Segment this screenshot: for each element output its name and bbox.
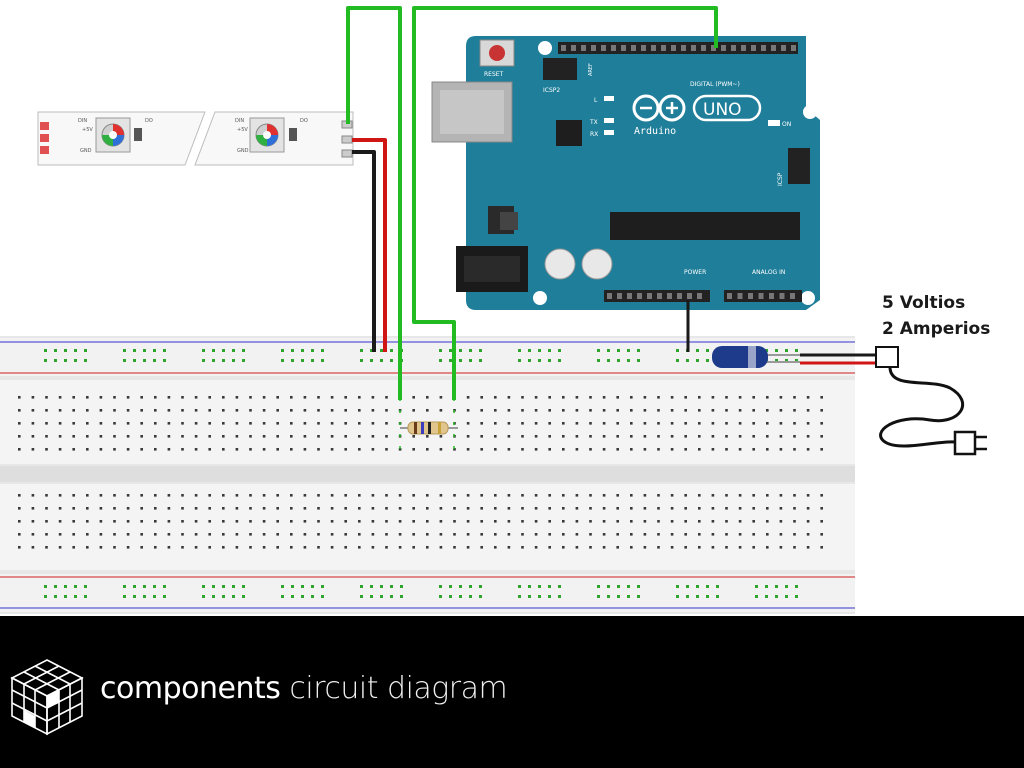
dc-connector — [875, 346, 899, 368]
power-cable — [879, 366, 964, 448]
terminal-holes-bottom — [18, 494, 823, 549]
microcontroller-chip — [610, 212, 800, 240]
strip-capacitor-2 — [289, 128, 297, 141]
arduino-brand-label: Arduino — [634, 126, 676, 137]
caption-bold: components — [100, 671, 281, 706]
strip-label-5v-1: +5V — [82, 127, 93, 133]
reset-button-cap — [489, 45, 505, 61]
led-tx — [604, 118, 614, 123]
reset-label: RESET — [484, 71, 504, 78]
strip-label-din-2: DIN — [235, 118, 244, 124]
electrolytic-capacitor — [712, 346, 800, 368]
strip-label-gnd-1: GND — [80, 148, 92, 154]
psu-voltage-label: 5 Voltios — [882, 293, 965, 313]
strip-label-din-1: DIN — [78, 118, 87, 124]
analog-label: ANALOG IN — [752, 269, 785, 276]
strip-label-do-1: DO — [145, 118, 153, 124]
led-on — [768, 120, 780, 126]
mount-hole-3 — [533, 291, 547, 305]
green-wire-data-in — [346, 6, 402, 400]
icsp-header — [788, 148, 810, 184]
icsp-label: ICSP — [777, 172, 784, 186]
led-rx-label: RX — [590, 131, 598, 138]
uno-badge — [692, 94, 762, 122]
resistor — [400, 421, 458, 435]
red-wire-5v — [352, 138, 387, 352]
psu-current-label: 2 Amperios — [882, 319, 990, 339]
power-label: POWER — [684, 269, 706, 276]
green-wire-pin6 — [412, 6, 718, 400]
strip-pad-3 — [40, 146, 49, 154]
led-strip: DIN +5V GND DO DIN +5V GND DO — [37, 111, 354, 166]
bottom-rail-holes — [44, 585, 798, 598]
strip-label-do-2: DO — [300, 118, 308, 124]
circuit-diagram: DIN +5V GND DO DIN +5V GND DO RESET ICSP… — [0, 6, 990, 614]
bottom-power-rail — [0, 574, 855, 612]
strip-pad-1 — [40, 122, 49, 130]
wall-plug — [953, 430, 977, 456]
breadboard — [0, 336, 855, 614]
arduino-board — [466, 36, 820, 310]
power-supply: 5 Voltios 2 Amperios — [875, 293, 990, 456]
strip-capacitor-1 — [134, 128, 142, 141]
capacitor-body — [712, 346, 768, 368]
caption-text: components circuit diagram — [100, 671, 508, 706]
mount-hole-4 — [801, 291, 815, 305]
caption-light: circuit diagram — [280, 671, 508, 706]
icsp2-header — [543, 58, 577, 80]
digital-label: DIGITAL (PWM~) — [690, 81, 740, 88]
digital-header — [558, 42, 798, 54]
mount-hole-1 — [538, 41, 552, 55]
strip-pad-2 — [40, 134, 49, 142]
terminal-holes-top — [18, 396, 823, 451]
led-on-label: ON — [782, 121, 791, 128]
usb-chip — [556, 120, 582, 146]
led-l — [604, 96, 614, 101]
arduino-uno: RESET ICSP2 DIGITAL (PWM~) AREF L TX RX … — [431, 36, 820, 310]
strip-label-gnd-2: GND — [237, 148, 249, 154]
mount-hole-2 — [803, 105, 817, 119]
wires — [346, 6, 878, 458]
capacitor-2 — [581, 248, 613, 280]
terminal-strip-bottom — [0, 484, 855, 570]
aref-label: AREF — [588, 63, 594, 76]
strip-label-5v-2: +5V — [237, 127, 248, 133]
black-wire-gnd — [352, 150, 376, 352]
circuit-svg: DIN +5V GND DO DIN +5V GND DO RESET ICSP… — [0, 6, 990, 614]
led-rx — [604, 130, 614, 135]
icsp2-label: ICSP2 — [543, 87, 560, 94]
arduino-infinity-logo — [632, 94, 686, 122]
caption-bar: components circuit diagram — [0, 616, 1024, 768]
center-channel — [0, 466, 855, 482]
led-l-label: L — [594, 97, 598, 104]
capacitor-1 — [544, 248, 576, 280]
uno-label: UNO — [703, 100, 742, 120]
led-tx-label: TX — [589, 119, 598, 126]
cube-logo-icon — [10, 659, 84, 736]
